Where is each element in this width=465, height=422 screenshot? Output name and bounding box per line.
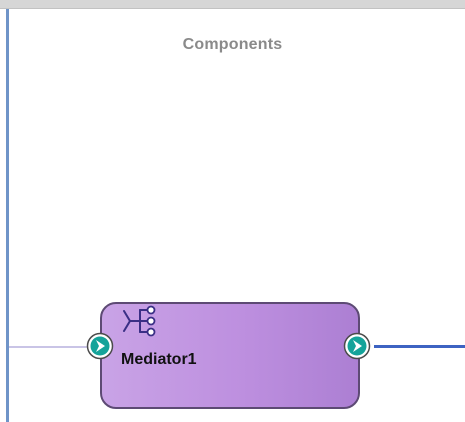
components-section-title: Components (182, 36, 283, 53)
service-port-icon[interactable] (86, 332, 114, 360)
left-swimlane-divider (6, 9, 9, 422)
outgoing-wire[interactable] (374, 345, 465, 348)
mediator-icon (123, 305, 156, 337)
reference-port-icon[interactable] (343, 332, 371, 360)
incoming-wire[interactable] (9, 346, 89, 348)
mediator-label[interactable]: Mediator1 (121, 351, 197, 368)
mediator-component[interactable] (100, 302, 360, 409)
top-bar (0, 0, 465, 9)
